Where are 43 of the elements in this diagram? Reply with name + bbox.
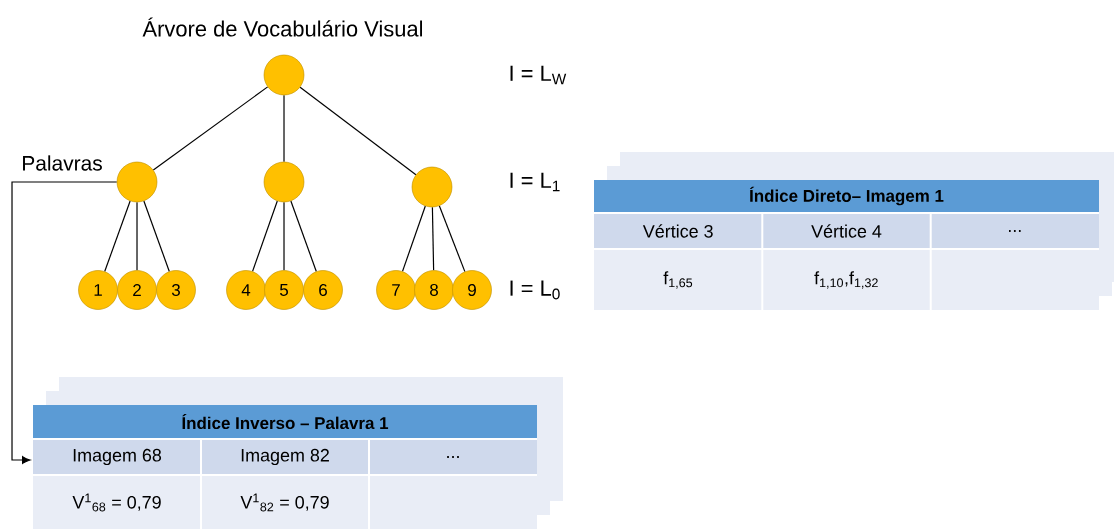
tree-node [263, 161, 305, 203]
tree-node: 5 [264, 270, 304, 310]
table-header: Índice Direto– Imagem 1 [594, 180, 1099, 212]
table-cell: Vértice 3 [594, 214, 762, 248]
tree-node: 6 [303, 270, 343, 310]
tree-node: 2 [117, 270, 157, 310]
connector [136, 201, 138, 271]
table-cell: ... [370, 440, 537, 474]
tree-node [263, 54, 305, 96]
table-cell: Vértice 4 [763, 214, 930, 248]
tree-node [116, 161, 158, 203]
tree-node: 4 [226, 270, 266, 310]
table-cell: Imagem 82 [202, 440, 368, 474]
table-cell: Imagem 68 [33, 440, 200, 474]
tree-node: 1 [78, 270, 118, 310]
node-label: Palavras [23, 155, 102, 171]
tree-node: 8 [414, 270, 454, 310]
level-label: I = L$_{W}$ [510, 65, 567, 85]
tree-node: 7 [376, 270, 416, 310]
connector [152, 86, 269, 171]
table-cell: ... [931, 214, 1099, 248]
connector [299, 86, 417, 176]
connector [283, 94, 285, 163]
title: Árvore de Vocabulário Visual [142, 17, 423, 37]
connector [143, 200, 170, 273]
connector [11, 181, 118, 464]
tree-node [411, 166, 453, 208]
level-label: I = L$_{0}$ [510, 280, 560, 300]
tree-node: 3 [156, 270, 196, 310]
table-cell: f$_{1,65}$ [594, 250, 762, 310]
connector [401, 205, 426, 272]
connector [438, 205, 466, 273]
table-cell: V$^{1}$$_{82}$ = 0,79 [202, 476, 368, 529]
connector [251, 200, 278, 272]
level-label: I = L$_{1}$ [510, 172, 560, 192]
table-cell: f$_{1,10}$,f$_{1,32}$ [763, 250, 930, 310]
connector [283, 201, 285, 271]
connector [290, 200, 317, 273]
table-header: Índice Inverso – Palavra 1 [33, 405, 537, 438]
tree-node: 9 [452, 270, 492, 310]
connector [104, 200, 131, 273]
table-cell: V$^{1}$$_{68}$ = 0,79 [33, 476, 200, 529]
connector [431, 206, 435, 271]
